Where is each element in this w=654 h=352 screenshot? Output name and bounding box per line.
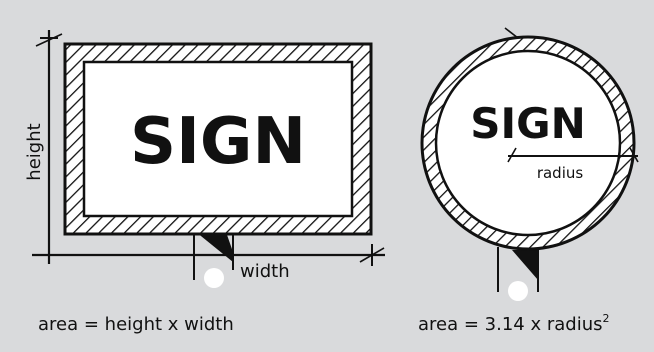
circle-top-tick [505,28,518,38]
height-label: height [24,123,45,180]
circle-formula-superscript: 2 [602,312,609,325]
radius-label: radius [537,164,584,182]
circle-area-formula: area = 3.14 x radius2 [418,312,609,335]
width-dimension-line [32,244,385,266]
circle-formula-main: area = 3.14 x radius [418,314,602,335]
circle-sign-title: SIGN [470,99,586,148]
rectangular-sign: SIGN height width area = height x width [24,30,385,335]
rect-area-formula: area = height x width [38,314,234,335]
width-label: width [240,261,290,282]
rect-sign-post [194,232,233,288]
rect-sign-title: SIGN [130,105,306,179]
circular-sign: SIGN radius area = 3.14 x radius2 [418,28,638,335]
circle-sign-post [498,247,538,301]
